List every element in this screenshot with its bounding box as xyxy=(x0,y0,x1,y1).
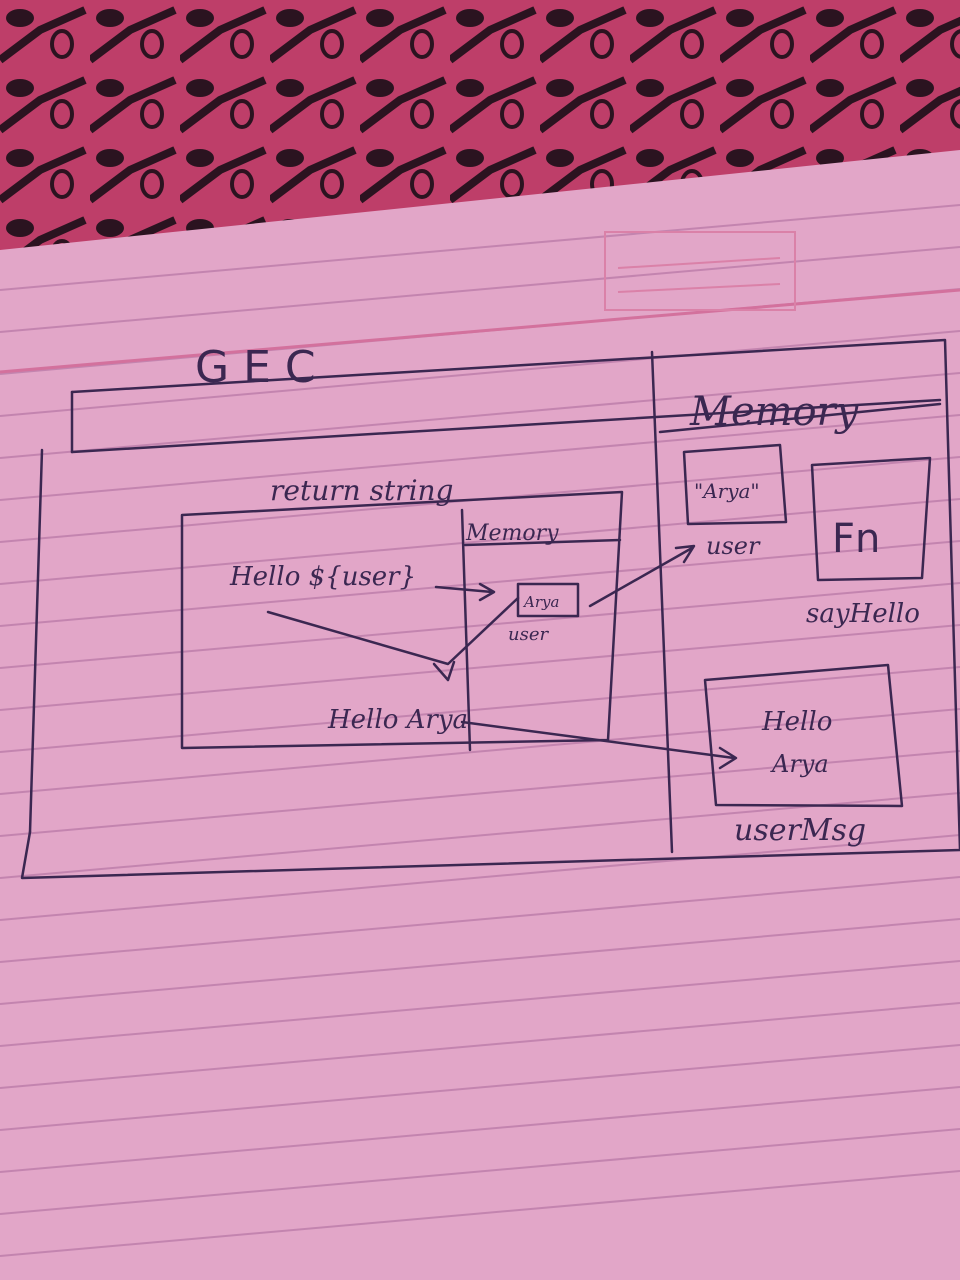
margin-line xyxy=(0,288,960,374)
gec-box xyxy=(20,338,960,880)
ruled-line xyxy=(0,1128,960,1215)
gec-header-line xyxy=(70,398,942,454)
ruled-line xyxy=(0,708,960,795)
mem-user-value: "Arya" xyxy=(694,479,760,503)
ruled-line xyxy=(0,666,960,753)
function-label: return string xyxy=(270,474,453,507)
mem-user-name: user xyxy=(706,532,761,560)
ruled-line xyxy=(0,960,960,1047)
mem-usermsg-name: userMsg xyxy=(734,813,866,848)
ruled-line xyxy=(0,750,960,837)
ruled-line xyxy=(0,414,960,501)
template-text: Hello ${user} xyxy=(229,562,416,592)
arrow-to-usermsg xyxy=(460,720,736,760)
mem-usermsg-value-line1: Hello xyxy=(761,707,832,737)
ruled-line xyxy=(0,246,960,333)
lookup-arrow xyxy=(266,596,520,666)
arrowhead xyxy=(432,660,456,682)
ruled-line xyxy=(0,498,960,585)
mem-user-box xyxy=(682,443,788,526)
ruled-line xyxy=(0,204,960,291)
inner-memory-label: Memory xyxy=(465,521,559,546)
paper-sheet xyxy=(0,150,960,1280)
arrowhead xyxy=(674,544,696,564)
memory-header-line xyxy=(658,402,942,434)
ruled-line xyxy=(0,1086,960,1173)
mem-usermsg-value-line2: Arya xyxy=(770,750,829,778)
outer-memory-label: Memory xyxy=(689,389,860,435)
arrowhead xyxy=(718,746,738,770)
function-context-box xyxy=(180,490,624,750)
inner-value-box xyxy=(516,582,580,618)
inner-memory-header-line xyxy=(463,538,622,547)
mem-fn-text: Fn xyxy=(832,516,880,562)
result-text: Hello Arya xyxy=(327,705,468,735)
ruled-line xyxy=(0,372,960,459)
arrow-to-memory xyxy=(434,585,494,594)
ruled-line xyxy=(0,582,960,669)
ruled-line xyxy=(0,330,960,417)
ruled-line xyxy=(0,1170,960,1257)
ruled-line xyxy=(0,1002,960,1089)
ruled-line xyxy=(0,876,960,963)
mem-usermsg-box xyxy=(703,663,904,808)
ruled-line xyxy=(0,624,960,711)
ruled-line xyxy=(0,918,960,1005)
date-stamp-line xyxy=(617,257,781,269)
ruled-line xyxy=(0,834,960,921)
gec-box-edge xyxy=(28,448,44,834)
mem-fn-name: sayHello xyxy=(806,599,920,629)
inner-value: Arya xyxy=(522,593,559,611)
date-stamp xyxy=(604,231,796,311)
arrowhead xyxy=(478,582,496,602)
function-context-divider xyxy=(460,508,472,752)
memory-divider xyxy=(650,350,674,854)
date-stamp-line xyxy=(617,283,781,293)
gec-label: GEC xyxy=(195,342,330,393)
ruled-line xyxy=(0,1044,960,1131)
inner-value-name: user xyxy=(508,624,549,645)
ruled-line xyxy=(0,792,960,879)
arrow-to-outer-memory xyxy=(588,546,694,608)
mem-fn-box xyxy=(810,456,932,582)
